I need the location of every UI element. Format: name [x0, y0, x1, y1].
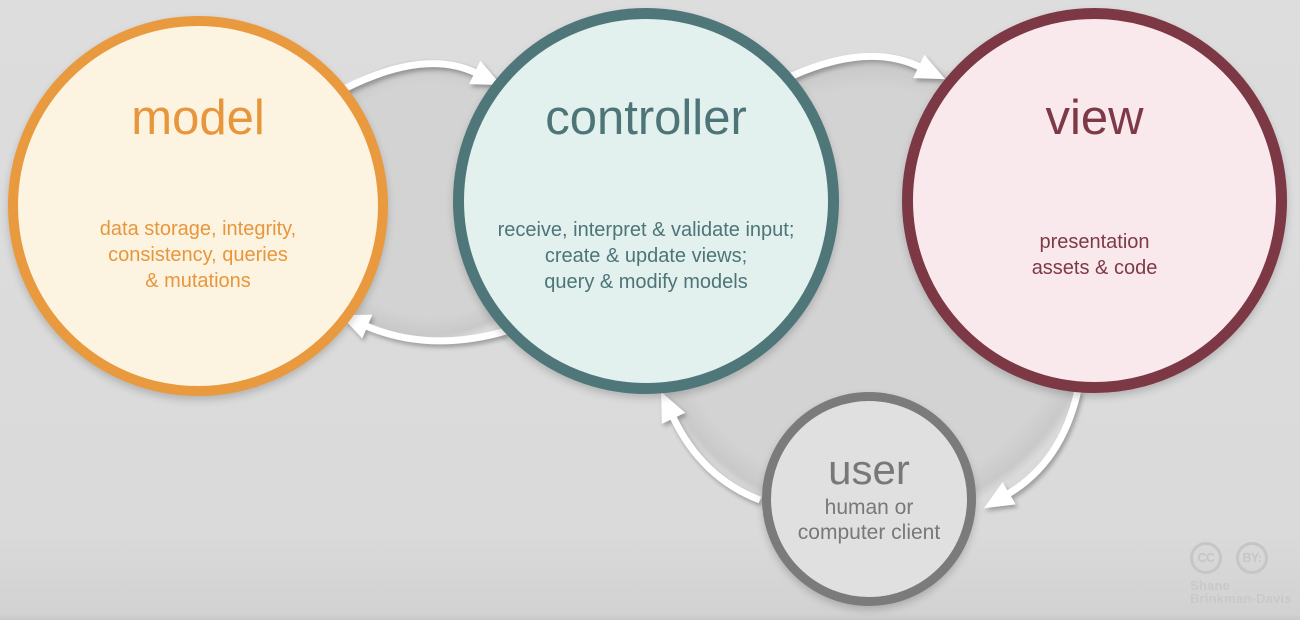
cc-license-icon: CC [1190, 542, 1222, 574]
cc-by-license-icon: BY: [1236, 542, 1268, 574]
view-title: view [1045, 91, 1144, 145]
controller-description: receive, interpret & validate input; cre… [497, 219, 795, 293]
attribution: CC BY: Shane Brinkman-Davis [1190, 542, 1292, 605]
controller-node: controller receive, interpret & validate… [453, 8, 839, 394]
user-node: user human or computer client [762, 392, 976, 606]
model-title: model [131, 91, 265, 145]
user-description: human or computer client [797, 496, 941, 544]
author-name: Shane Brinkman-Davis [1190, 578, 1292, 606]
controller-title: controller [545, 91, 747, 145]
model-description: data storage, integrity, consistency, qu… [99, 218, 297, 292]
view-node: view presentation assets & code [902, 8, 1287, 393]
user-title: user [828, 446, 910, 493]
model-node: model data storage, integrity, consisten… [8, 16, 388, 396]
view-description: presentation assets & code [1031, 231, 1158, 279]
license-badges: CC BY: [1190, 542, 1292, 574]
